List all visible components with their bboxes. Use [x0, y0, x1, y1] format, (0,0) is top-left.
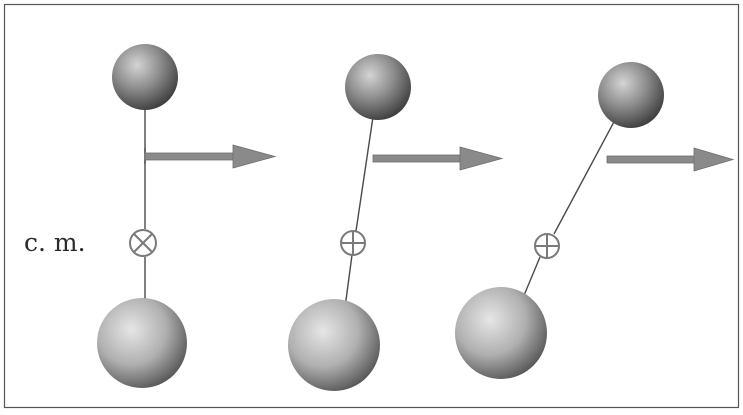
figure-frame [3, 3, 740, 409]
center-of-mass-marker [534, 233, 560, 259]
velocity-arrow [606, 147, 735, 172]
small-mass [112, 44, 178, 110]
large-mass [455, 287, 547, 379]
panel-2 [288, 54, 504, 391]
panel-3 [455, 62, 735, 379]
center-of-mass-label: c. m. [24, 228, 86, 257]
rod-upper [553, 104, 624, 235]
large-mass [97, 298, 187, 388]
center-of-mass-marker [340, 230, 366, 256]
velocity-arrow [372, 146, 504, 171]
small-mass [345, 54, 411, 120]
center-of-mass-marker [129, 229, 157, 257]
velocity-arrow [144, 144, 277, 169]
large-mass [288, 299, 380, 391]
small-mass [598, 62, 664, 128]
panel-1: c. m. [24, 44, 277, 388]
